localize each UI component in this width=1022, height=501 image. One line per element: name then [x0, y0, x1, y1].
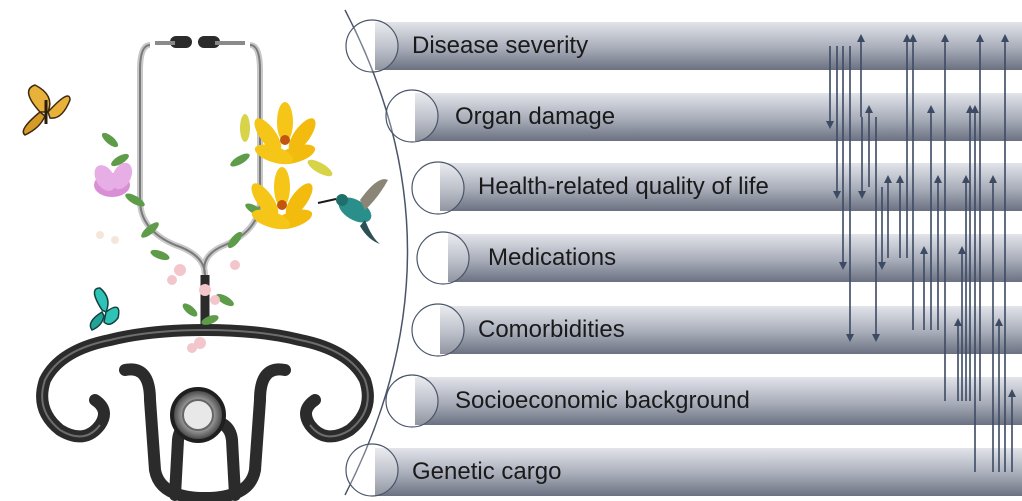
ring-marker-health-related-quality-of-life	[412, 162, 464, 214]
hummingbird	[318, 179, 388, 244]
factor-label-medications: Medications	[488, 246, 616, 270]
leaves	[100, 131, 267, 327]
factor-label-genetic-cargo: Genetic cargo	[412, 460, 561, 484]
ring-marker-disease-severity	[346, 20, 398, 72]
yellow-butterfly	[23, 85, 70, 135]
ring-marker-genetic-cargo	[346, 444, 398, 496]
factor-label-disease-severity: Disease severity	[412, 34, 588, 58]
factor-label-organ-damage: Organ damage	[455, 105, 615, 129]
factor-bars	[345, 10, 1022, 496]
ring-marker-comorbidities	[412, 304, 464, 356]
stethoscope-uterus-illustration	[23, 36, 388, 498]
factor-label-socioeconomic-background: Socioeconomic background	[455, 389, 750, 413]
ring-marker-socioeconomic-background	[386, 375, 438, 427]
factor-label-health-related-quality-of-life: Health-related quality of life	[478, 175, 769, 199]
teal-butterfly	[90, 288, 118, 330]
ring-marker-organ-damage	[386, 90, 438, 142]
factor-label-comorbidities: Comorbidities	[478, 318, 625, 342]
ring-marker-medications	[417, 232, 469, 284]
lily-flowers	[240, 102, 335, 233]
